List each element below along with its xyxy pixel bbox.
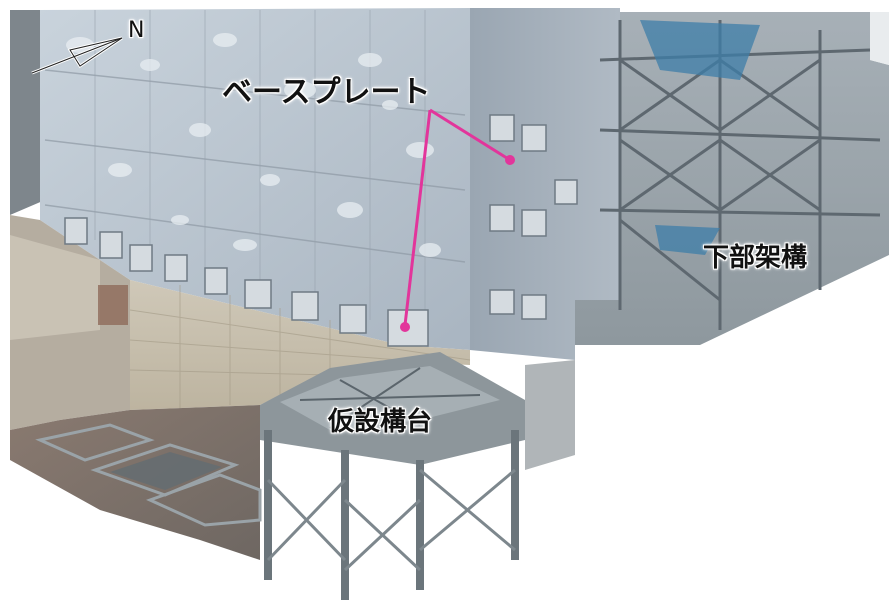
temporary-platform-label: 仮設構台 — [328, 407, 433, 437]
base-plate-label: ベースプレート — [222, 75, 431, 110]
leader-lines — [400, 108, 515, 332]
lower-frame-label: 下部架構 — [703, 243, 808, 273]
photo-content — [10, 8, 889, 600]
base-plates — [64, 114, 578, 347]
building-side-wall — [470, 8, 620, 360]
temporary-platform — [260, 352, 525, 600]
floor-area — [10, 405, 260, 560]
lower-frame-structure — [575, 12, 889, 345]
north-label: N — [128, 18, 145, 43]
north-arrow-icon — [31, 36, 123, 75]
lower-concrete-wall — [130, 280, 470, 410]
